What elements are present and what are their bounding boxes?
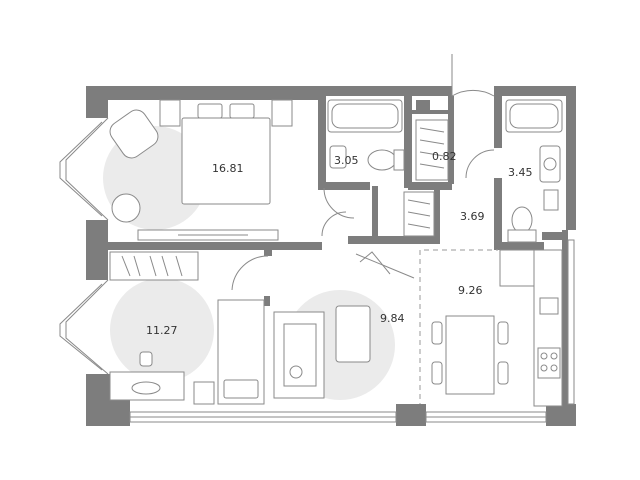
room-area-hallway: 3.69	[460, 210, 485, 223]
room-area-kitchen: 9.26	[458, 284, 483, 297]
room-area-bathroom-2: 3.45	[508, 166, 533, 179]
room-area-bedroom: 16.81	[212, 162, 244, 175]
doors	[231, 54, 495, 291]
room-area-living-room: 9.84	[380, 312, 405, 325]
zone-divider	[419, 249, 498, 404]
room-area-bedroom-2: 11.27	[146, 324, 178, 337]
bedroom-2-rug	[110, 278, 214, 382]
kitchen-furniture	[431, 249, 563, 407]
bedroom-furniture	[109, 99, 293, 241]
living-room-furniture	[273, 305, 371, 399]
room-labels: 16.81 3.05 0.82 3.45 3.69 9.26 11.27 9.8…	[146, 150, 533, 337]
room-area-bathroom-1: 3.05	[334, 154, 359, 167]
bedroom-2-furniture	[109, 251, 265, 405]
room-area-storage: 0.82	[432, 150, 457, 163]
windows	[59, 117, 575, 423]
bathroom-fixtures	[327, 99, 563, 243]
